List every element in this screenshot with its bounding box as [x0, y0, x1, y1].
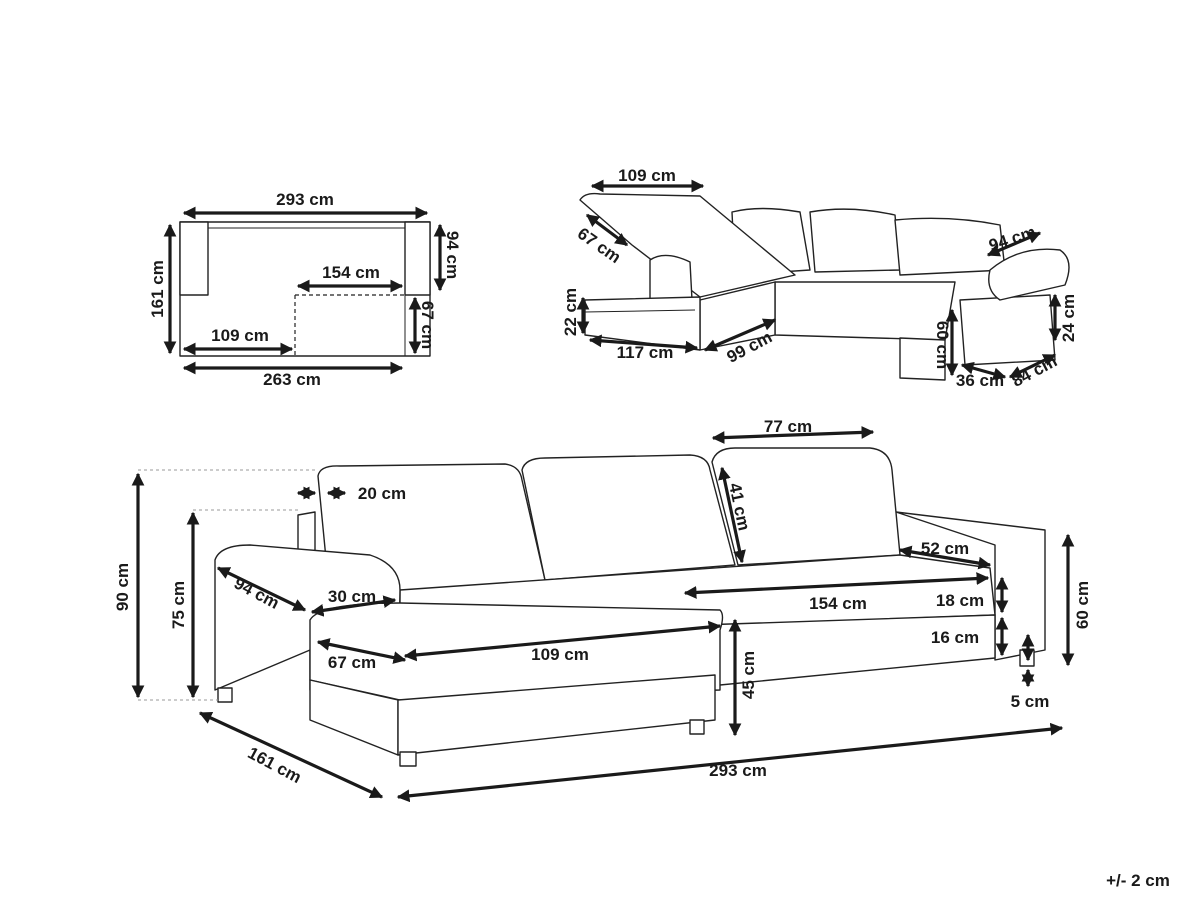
plan-depth-label: 161 cm — [148, 260, 167, 318]
base-height-label: 16 cm — [931, 628, 979, 647]
bed-height-label: 60 cm — [933, 321, 952, 369]
back-cushion-width-label: 77 cm — [764, 417, 812, 436]
back-thickness-label: 20 cm — [358, 484, 406, 503]
arm-width-label: 36 cm — [956, 371, 1004, 390]
plan-chaise-depth-label: 67 cm — [418, 301, 437, 349]
chaise-width-label: 67 cm — [328, 653, 376, 672]
plan-chaise-width-label: 109 cm — [211, 326, 269, 345]
arm-height-right-label: 60 cm — [1073, 581, 1092, 629]
chaise-length-label: 117 cm — [617, 343, 674, 362]
plan-width-label: 293 cm — [276, 190, 334, 209]
seat-cushion-height-label: 18 cm — [936, 591, 984, 610]
lid-width-label: 109 cm — [618, 166, 676, 185]
leg-height-label: 5 cm — [1011, 692, 1050, 711]
arm-storage-height-label: 24 cm — [1059, 294, 1078, 342]
chaise-height-label: 22 cm — [561, 288, 580, 336]
main-view: 77 cm 20 cm 41 cm 52 cm 90 cm 75 cm 94 c… — [113, 417, 1092, 803]
seat-depth-right-label: 52 cm — [921, 539, 969, 558]
plan-offset-label: 154 cm — [322, 263, 380, 282]
total-height-label: 90 cm — [113, 563, 132, 611]
seat-width-label: 154 cm — [809, 594, 867, 613]
arm-width-left-label: 30 cm — [328, 587, 376, 606]
chaise-length-label: 109 cm — [531, 645, 589, 664]
arm-height-left-label: 75 cm — [169, 581, 188, 629]
storage-view: 109 cm 67 cm 22 cm 117 cm 99 cm 94 cm 24… — [561, 166, 1078, 391]
plan-bottom-width-label: 263 cm — [263, 370, 321, 389]
plan-back-depth-label: 94 cm — [443, 231, 462, 279]
total-width-label: 293 cm — [709, 761, 767, 780]
plan-view: 293 cm 154 cm 109 cm 263 cm 161 cm 94 cm… — [148, 190, 462, 389]
total-depth-label: 161 cm — [245, 743, 305, 787]
seat-height-label: 45 cm — [739, 651, 758, 699]
tolerance-note: +/- 2 cm — [1106, 871, 1170, 890]
